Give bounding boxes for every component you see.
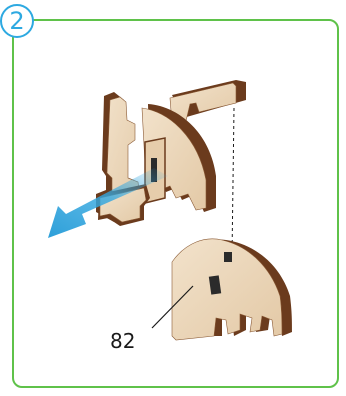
part-number-label: 82 (110, 331, 135, 351)
assembly-upper (96, 80, 246, 226)
alignment-dashed-line (232, 108, 234, 256)
part-82-slot-top (224, 252, 232, 262)
